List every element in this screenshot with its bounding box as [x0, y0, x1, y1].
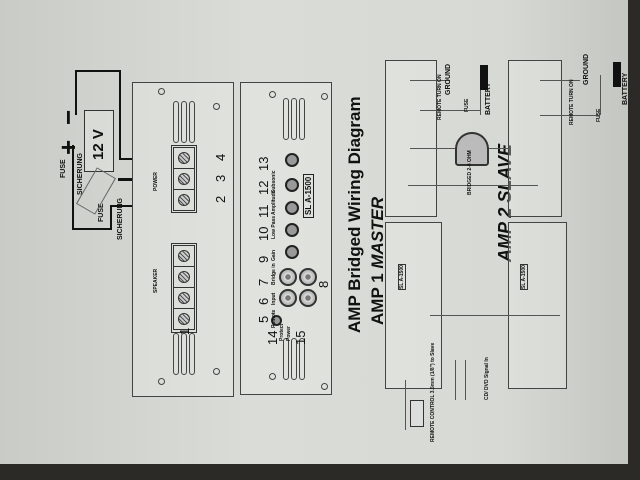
- control-number-8: 8: [316, 280, 331, 288]
- fuse-label: FUSE: [60, 159, 67, 178]
- label-bridge-in: Bridge in: [271, 263, 277, 285]
- rca-input[interactable]: [279, 289, 297, 307]
- amp-power-panel: POWER SPEAKER 1 2 3 4: [132, 82, 234, 397]
- battery-voltage-label: 12 V: [90, 129, 107, 160]
- label-input: Input: [271, 292, 277, 305]
- label-low-pass: Low Pass: [271, 215, 277, 239]
- label-amplitude: Amplitude: [271, 190, 277, 215]
- low-pass-knob[interactable]: [285, 201, 299, 215]
- bridged-label: BRIDGED 2-4 OHM: [467, 150, 473, 195]
- control-number-6: 6: [256, 297, 271, 305]
- control-number-10: 10: [256, 226, 271, 241]
- label-power: Power: [286, 325, 292, 341]
- fuse-label-master: FUSE: [464, 98, 470, 112]
- control-number-14: 14: [265, 330, 280, 345]
- amp-input-panel: 13 12 11 10 9 7 6 5 14 15 8 SL A-1500 Ga…: [240, 82, 332, 395]
- terminal-number-2: 2: [213, 195, 228, 203]
- battery-label-slave: BATTERY: [622, 72, 629, 105]
- subsonic-knob[interactable]: [285, 153, 299, 167]
- battery-label-master: BATTERY: [485, 82, 492, 115]
- battery-box: [84, 110, 114, 172]
- rca-output[interactable]: [299, 289, 317, 307]
- ground-label-master: GROUND: [445, 63, 452, 95]
- battery-icon: [480, 65, 488, 90]
- signal-in-label: CD/ DVD Signal In: [484, 357, 490, 400]
- remote-jack[interactable]: [271, 315, 282, 326]
- bass-knob[interactable]: [285, 223, 299, 237]
- terminal-number-4: 4: [213, 153, 228, 161]
- minus-sign: −: [53, 109, 83, 125]
- gain-knob[interactable]: [285, 245, 299, 259]
- control-number-13: 13: [256, 156, 271, 171]
- control-number-9: 9: [256, 255, 271, 263]
- sicherung-label-2: SICHERUNG: [117, 197, 124, 240]
- speaker-terminal-block: [171, 243, 197, 333]
- remote-turn-on-slave: REMOTE TURN ON: [569, 79, 575, 125]
- master-input-box: [385, 222, 442, 389]
- remote-control-label: REMOTE CONTROL 3.5mm (1/8") to Slave: [430, 342, 436, 442]
- speaker-label: SPEAKER: [153, 268, 159, 293]
- control-number-15: 15: [293, 330, 308, 345]
- rca-input[interactable]: [279, 268, 297, 286]
- terminal-number-1: 1: [177, 327, 192, 335]
- manual-page: 12 V + − FUSE SICHERUNG FUSE SICHERUNG P…: [0, 0, 629, 464]
- slave-model-label: SL A-1500: [520, 264, 528, 290]
- model-label: SL A-1500: [303, 173, 314, 218]
- master-power-box: [385, 60, 437, 217]
- slave-input-box: [508, 222, 567, 389]
- fuse-label-slave: FUSE: [596, 108, 602, 122]
- sicherung-label: SICHERUNG: [77, 152, 84, 195]
- control-number-12: 12: [256, 180, 271, 195]
- label-protect: Protect: [279, 323, 285, 341]
- control-number-11: 11: [256, 204, 271, 219]
- terminal-number-3: 3: [213, 174, 228, 182]
- battery-icon: [613, 62, 621, 87]
- remote-turn-on-master: REMOTE TURN ON: [437, 74, 443, 120]
- power-terminal-block: [171, 145, 197, 213]
- label-subsonic: Subsonic: [271, 170, 277, 193]
- master-model-label: SL A-1500: [398, 264, 406, 290]
- ground-label-slave: GROUND: [583, 53, 590, 85]
- rca-output[interactable]: [299, 268, 317, 286]
- control-number-7: 7: [256, 278, 271, 286]
- label-gain: Gain: [271, 249, 277, 261]
- power-label: POWER: [153, 172, 159, 191]
- amplitude-knob[interactable]: [285, 178, 299, 192]
- remote-plug-icon: [410, 400, 424, 427]
- speaker-icon: [455, 132, 489, 166]
- slave-power-box: [508, 60, 562, 217]
- control-number-5: 5: [256, 315, 271, 323]
- diagram-title: AMP Bridged Wiring Diagram: [345, 96, 364, 333]
- label-remote: Remote: [271, 309, 277, 328]
